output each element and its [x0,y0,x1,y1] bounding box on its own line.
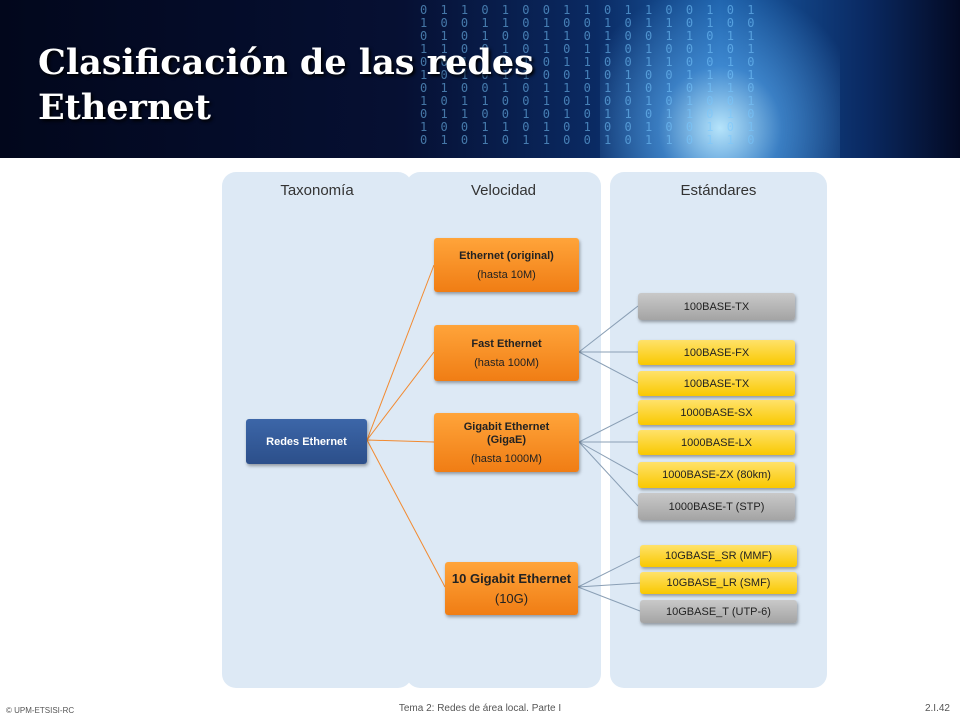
connector-fast-to-100base-tx [578,351,639,384]
root-node-label: Redes Ethernet [266,435,347,448]
standard-node-10gbase-sr: 10GBASE_SR (MMF) [640,545,797,567]
speed-node-name: 10 Gigabit Ethernet [451,570,572,586]
connector-fast-to-100base-tx-gray [578,305,639,353]
footer-page-number: 2.I.42 [924,703,950,714]
connector-gigabit-to-1000base-t [578,441,639,507]
connector-gigabit-to-1000base-zx [578,441,639,476]
slide-title-line-1: Clasificación de las redes [38,42,534,83]
speed-node-10-gigabit-ethernet: 10 Gigabit Ethernet (10G) [445,562,578,615]
connector-gigabit-to-1000base-sx [578,411,639,443]
standard-node-10gbase-lr: 10GBASE_LR (SMF) [640,572,797,594]
standard-node-label: 1000BASE-LX [681,436,752,449]
connector-root-to-gigabit-ethernet [366,439,435,443]
speed-node-speed: (hasta 100M) [474,356,539,369]
standard-node-label: 1000BASE-ZX (80km) [662,469,771,481]
footer-course: Tema 2: Redes de área local. Parte I [398,703,562,714]
speed-node-name: Gigabit Ethernet (GigaE) [463,420,550,446]
speed-node-name: Fast Ethernet [471,337,542,350]
standard-node-label: 10GBASE_SR (MMF) [665,550,772,562]
standard-node-label: 100BASE-TX [683,377,750,390]
speed-node-speed: (hasta 1000M) [471,452,542,465]
root-node: Redes Ethernet [246,419,367,464]
velocidad-column-label: Velocidad [470,182,537,199]
slide-footer: © UPM-ETSISI-RC Tema 2: Redes de área lo… [0,697,960,720]
slide-title: Clasificación de las redes Ethernet [38,40,534,130]
slide-title-line-2: Ethernet [38,87,211,128]
connector-10g-to-10gbase-sr [577,555,641,588]
binary-background: 0 1 1 0 1 0 0 1 1 0 1 1 0 0 1 0 1 1 0 0 … [420,3,758,147]
standard-node-10gbase-t: 10GBASE_T (UTP-6) [640,600,797,623]
standard-node-100base-tx: 100BASE-TX [638,371,795,396]
speed-node-speed: (10G) [494,590,529,606]
root-connectors [366,264,446,588]
speed-node-fast-ethernet: Fast Ethernet (hasta 100M) [434,325,579,381]
taxonomia-column-label: Taxonomía [280,182,354,199]
connector-10g-to-10gbase-lr [577,582,641,588]
footer-copyright: © UPM-ETSISI-RC [6,706,75,715]
standard-node-100base-fx: 100BASE-FX [638,340,795,365]
connector-root-to-fast-ethernet [366,351,435,441]
slide-header: 0 1 1 0 1 0 0 1 1 0 1 1 0 0 1 0 1 1 0 0 … [0,0,960,158]
standard-node-label: 10GBASE_T (UTP-6) [666,605,771,618]
speed-node-speed: (hasta 10M) [477,268,536,281]
speed-node-ethernet-original: Ethernet (original) (hasta 10M) [434,238,579,292]
standard-node-label: 10GBASE_LR (SMF) [666,577,771,589]
standard-node-100base-tx-gray: 100BASE-TX [638,293,795,320]
standard-node-1000base-sx: 1000BASE-SX [638,400,795,425]
connector-root-to-ethernet-original [366,264,435,441]
speed-node-gigabit-ethernet: Gigabit Ethernet (GigaE) (hasta 1000M) [434,413,579,472]
standard-node-label: 100BASE-TX [683,300,750,313]
estandares-column-label: Estándares [680,182,757,199]
standard-node-1000base-lx: 1000BASE-LX [638,430,795,455]
standard-node-label: 100BASE-FX [683,346,750,359]
standard-node-1000base-zx: 1000BASE-ZX (80km) [638,462,795,488]
speed-node-name: Ethernet (original) [459,249,554,262]
standard-connectors [577,305,641,612]
connector-10g-to-10gbase-t [577,586,641,612]
header-glow [600,0,840,158]
standard-node-label: 1000BASE-T (STP) [668,500,765,513]
standard-node-label: 1000BASE-SX [680,406,753,419]
standard-node-1000base-t: 1000BASE-T (STP) [638,493,795,520]
connector-root-to-10-gigabit-ethernet [366,439,446,588]
